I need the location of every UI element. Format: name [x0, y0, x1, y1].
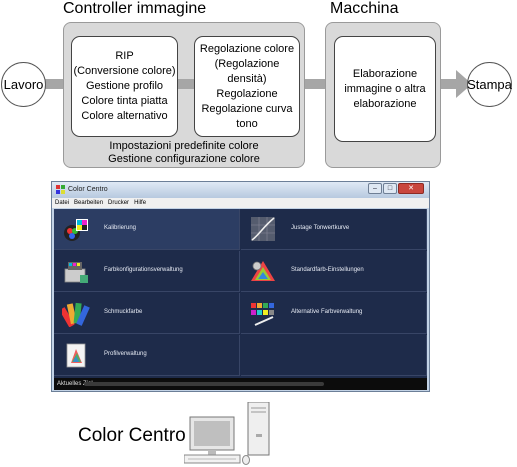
- rip-line-3: Gestione profilo: [85, 80, 164, 92]
- spot-color-icon: [62, 302, 90, 327]
- status-bar: Aktuelles Ziel: [54, 378, 427, 390]
- menu-bearbeiten[interactable]: Bearbeiten: [74, 200, 104, 206]
- calibration-icon: [64, 219, 88, 241]
- computer-icon: [184, 402, 270, 465]
- maximize-button[interactable]: □: [383, 183, 397, 194]
- alternative-color-icon: [251, 303, 274, 326]
- tile-label: Alternative Farbverwaltung: [291, 309, 363, 315]
- computer-label: Color Centro: [78, 425, 186, 446]
- tile-farbkonfigurationsverwaltung[interactable]: Farbkonfigurationsverwaltung: [54, 251, 240, 292]
- end-node: Stampa: [467, 62, 512, 107]
- adjust-line-1: Regolazione colore: [199, 42, 295, 55]
- tile-profilverwaltung[interactable]: Profilverwaltung: [54, 335, 240, 376]
- adjust-line-3: Regolazione: [216, 87, 278, 100]
- tile-panel: Kalibrierung Justage Tonwertkurve Farbko…: [54, 209, 427, 378]
- arrow-head-icon: [456, 70, 472, 98]
- tile-tonwertkurve[interactable]: Justage Tonwertkurve: [241, 209, 427, 250]
- default-color-icon: [251, 261, 275, 281]
- rip-line-1: RIP: [115, 50, 134, 62]
- controller-title: Controller immagine: [63, 0, 207, 17]
- machine-box: Elaborazione immagine o altra elaborazio…: [334, 36, 436, 142]
- app-icon: [56, 185, 65, 194]
- profile-icon: [66, 343, 86, 368]
- rip-line-4: Colore tinta piatta: [81, 95, 168, 107]
- menu-drucker[interactable]: Drucker: [108, 200, 130, 206]
- machine-line-2: immagine o altra: [344, 82, 426, 95]
- adjust-line-4: Regolazione curva tono: [201, 102, 293, 130]
- flow-line-right: [441, 79, 459, 89]
- tile-label: Farbkonfigurationsverwaltung: [104, 267, 183, 273]
- tile-standardfarb[interactable]: Standardfarb-Einstellungen: [241, 251, 427, 292]
- rip-line-2: (Conversione colore): [73, 65, 176, 77]
- flow-line-inner: [178, 79, 194, 89]
- menu-datei[interactable]: Datei: [55, 200, 70, 206]
- close-button[interactable]: ✕: [398, 183, 424, 194]
- machine-title: Macchina: [330, 0, 399, 17]
- minimize-button[interactable]: –: [368, 183, 382, 194]
- caption-line-2: Gestione configurazione colore: [108, 153, 260, 165]
- machine-line-1: Elaborazione: [352, 67, 418, 80]
- window-title: Color Centro: [68, 186, 108, 193]
- caption-line-1: Impostazioni predefinite colore: [109, 140, 259, 152]
- tile-label: Standardfarb-Einstellungen: [291, 267, 364, 273]
- machine-line-3: elaborazione: [353, 97, 417, 110]
- menu-hilfe[interactable]: Hilfe: [134, 200, 147, 206]
- tile-label: Profilverwaltung: [104, 351, 147, 357]
- tone-curve-icon: [251, 217, 275, 241]
- flow-line-left: [40, 79, 66, 89]
- start-node: Lavoro: [1, 62, 46, 107]
- controller-caption: Impostazioni predefinite colore Gestione…: [63, 140, 305, 166]
- menu-bar: Datei Bearbeiten Drucker Hilfe: [52, 198, 429, 208]
- tile-label: Justage Tonwertkurve: [291, 225, 350, 231]
- tile-alternative-farbverwaltung[interactable]: Alternative Farbverwaltung: [241, 293, 427, 334]
- color-config-icon: [64, 262, 88, 283]
- status-value-blurred: [84, 382, 324, 386]
- tile-schmuckfarbe[interactable]: Schmuckfarbe: [54, 293, 240, 334]
- color-centro-window: Color Centro – □ ✕ Datei Bearbeiten Druc…: [51, 181, 430, 392]
- tile-kalibrierung[interactable]: Kalibrierung: [54, 209, 240, 250]
- rip-box: RIP (Conversione colore) Gestione profil…: [71, 36, 178, 137]
- status-label: Aktuelles Ziel: [57, 381, 93, 387]
- window-titlebar[interactable]: Color Centro – □ ✕: [52, 182, 429, 198]
- flow-line-middle: [304, 79, 326, 89]
- adjust-box: Regolazione colore (Regolazione densità)…: [194, 36, 300, 137]
- tile-label: Kalibrierung: [104, 225, 137, 231]
- rip-line-5: Colore alternativo: [81, 110, 168, 122]
- tile-empty: [241, 335, 427, 376]
- adjust-line-2: (Regolazione densità): [214, 57, 280, 85]
- tile-label: Schmuckfarbe: [104, 309, 143, 315]
